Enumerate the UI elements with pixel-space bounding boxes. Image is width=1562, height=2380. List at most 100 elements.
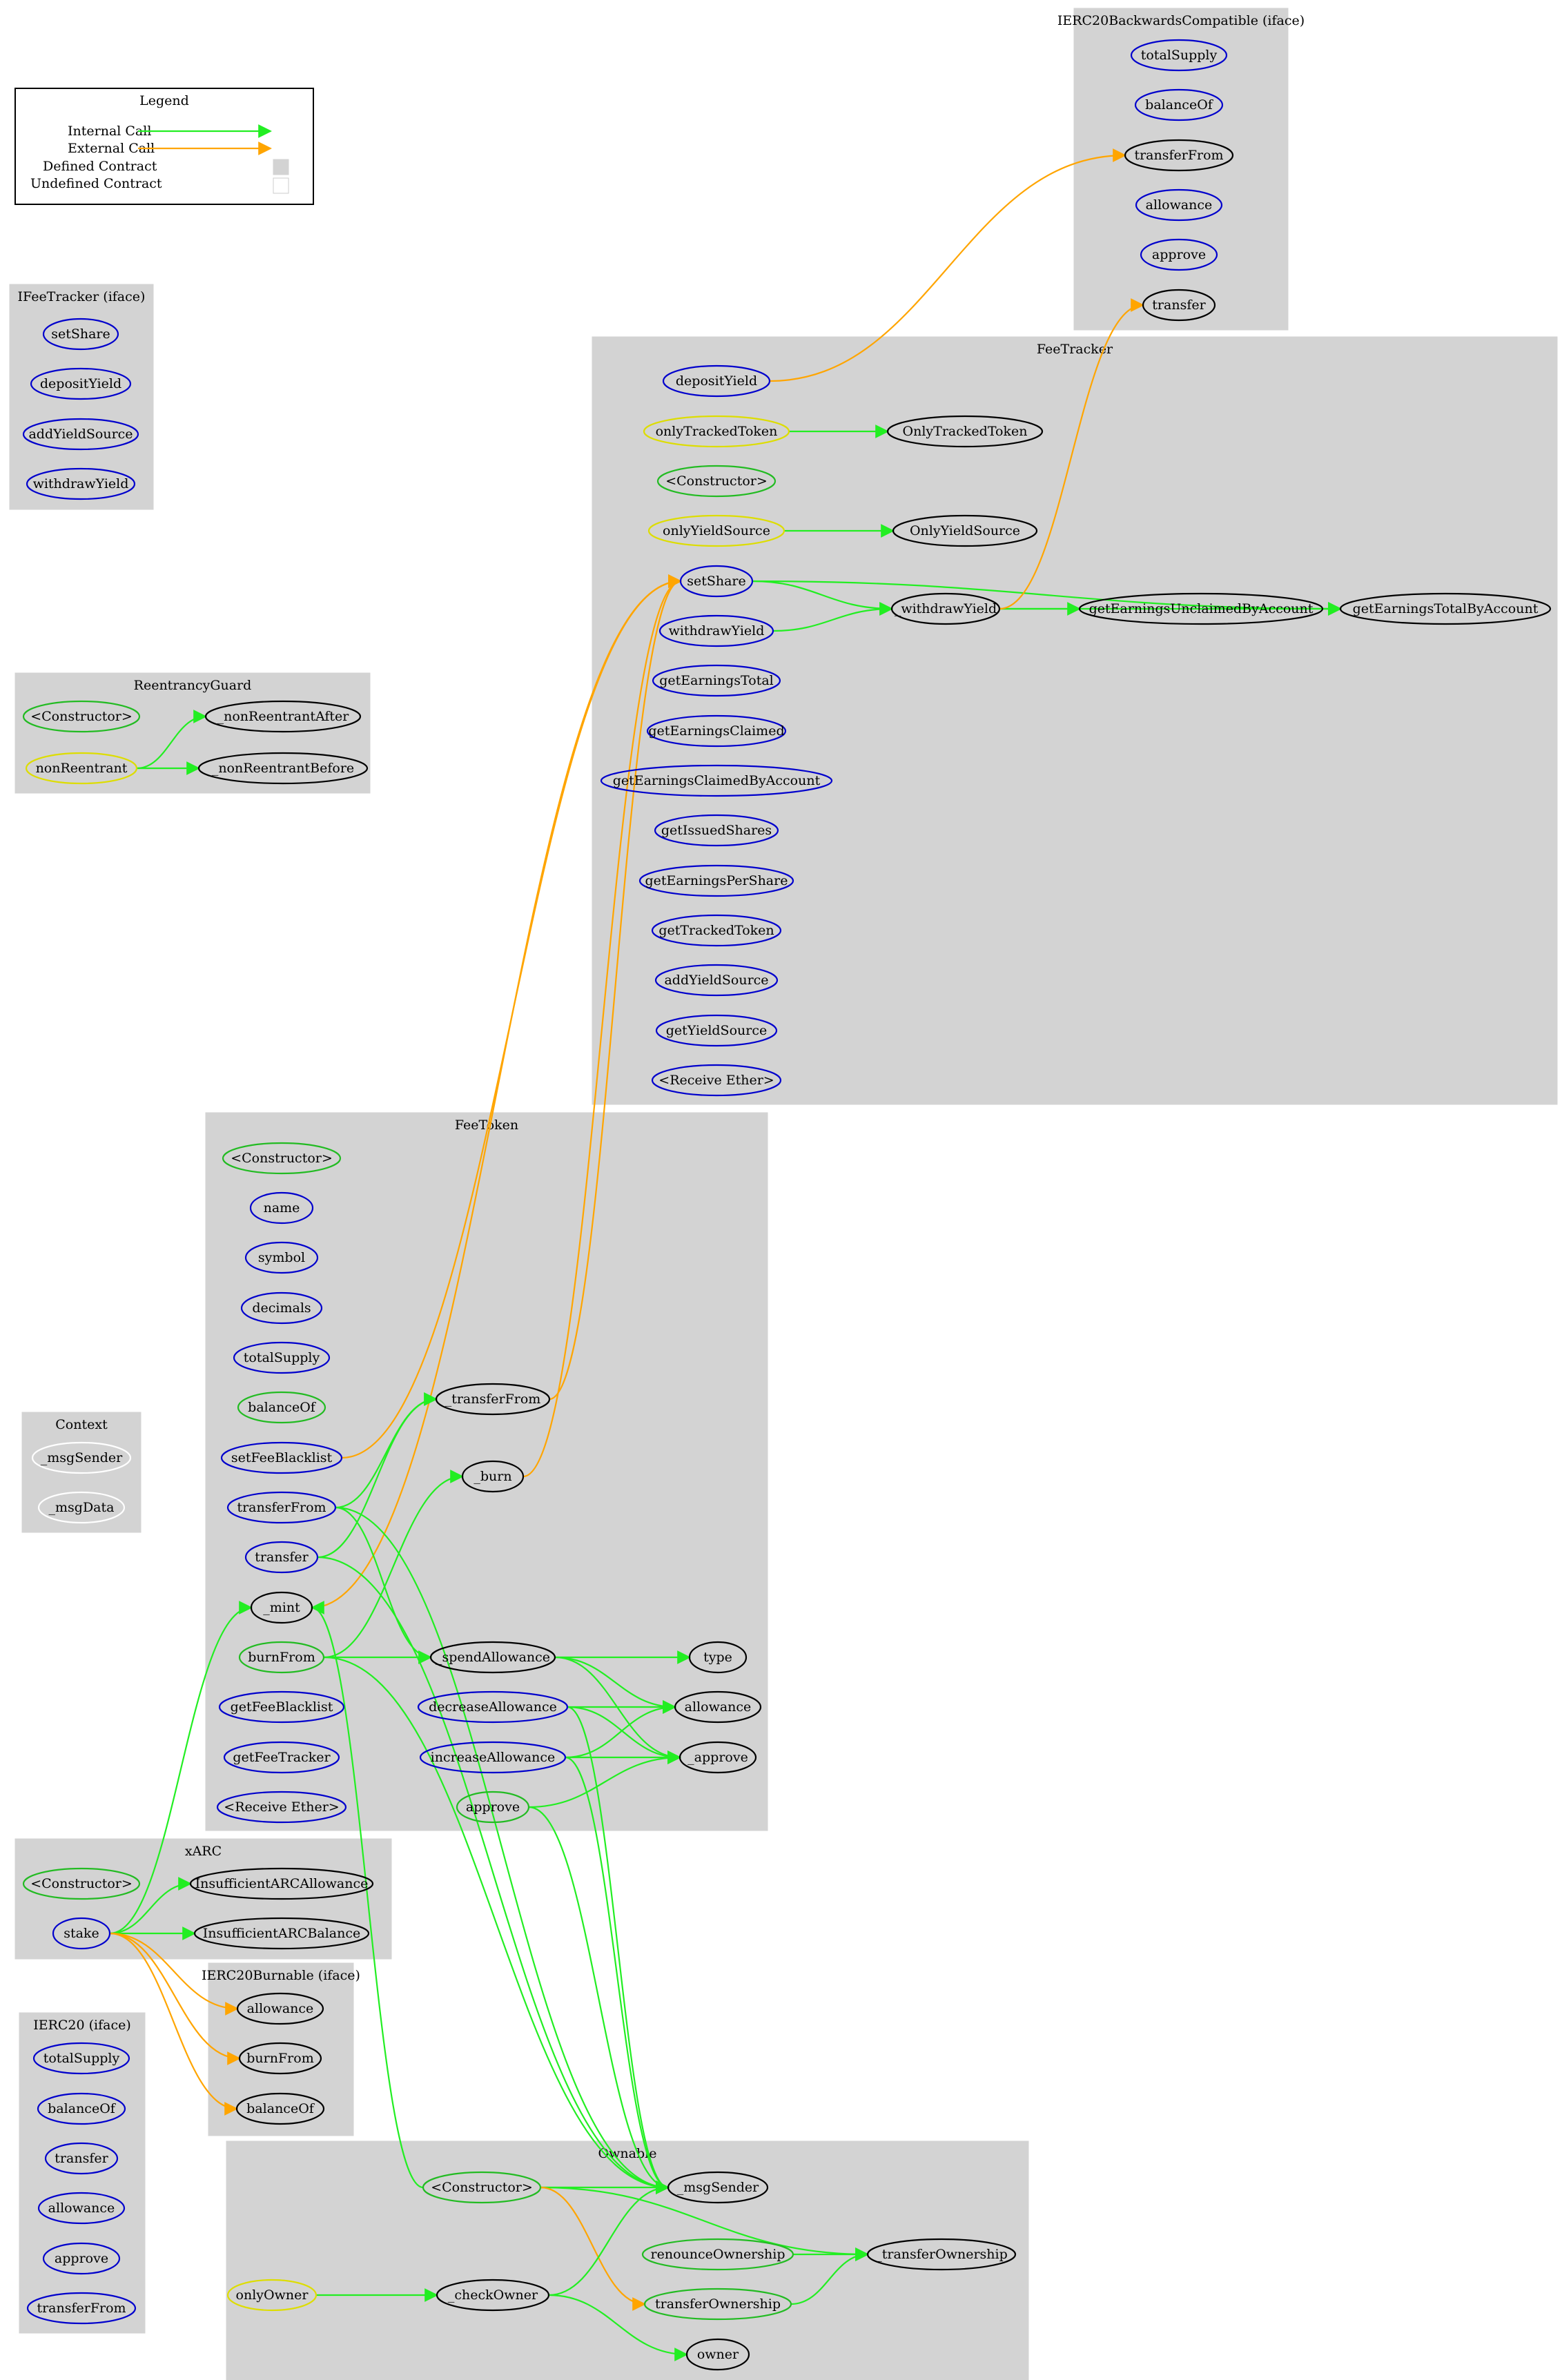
node-ft_receiveEther[interactable]: <Receive Ether> bbox=[651, 1064, 782, 1097]
node-bc_balanceOf[interactable]: balanceOf bbox=[1134, 88, 1224, 121]
node-ft_getEarningsUnclaimedByAccount[interactable]: getEarningsUnclaimedByAccount bbox=[1078, 592, 1324, 625]
node-ib_balanceOf-shape bbox=[235, 2092, 325, 2125]
node-ctx_msgData[interactable]: _msgData bbox=[37, 1491, 126, 1524]
node-tk_spendAllowance-label: _spendAllowance bbox=[436, 1650, 550, 1665]
node-bc_transfer[interactable]: transfer bbox=[1142, 289, 1216, 322]
node-ie_allowance[interactable]: allowance bbox=[37, 2192, 126, 2225]
node-tk_decreaseAllowance[interactable]: decreaseAllowance bbox=[417, 1690, 569, 1724]
node-tk_transferFromPriv[interactable]: _transferFrom bbox=[435, 1383, 551, 1416]
node-ow_transferOwnershipPriv[interactable]: _transferOwnership bbox=[866, 2238, 1017, 2271]
node-ow_checkOwner[interactable]: _checkOwner bbox=[436, 2279, 550, 2312]
node-ie_transfer[interactable]: transfer bbox=[44, 2142, 119, 2175]
node-bc_approve[interactable]: approve bbox=[1140, 238, 1218, 271]
node-ib_burnFrom[interactable]: burnFrom bbox=[238, 2042, 322, 2075]
node-bc_approve-label: approve bbox=[1152, 247, 1206, 262]
node-ft_getEarningsTotalByAccount[interactable]: getEarningsTotalByAccount bbox=[1339, 592, 1552, 625]
node-tk_mint[interactable]: _mint bbox=[250, 1591, 313, 1624]
node-xa_insufficientBalance[interactable]: InsufficientARCBalance bbox=[193, 1917, 370, 1950]
node-tk_transfer[interactable]: transfer bbox=[244, 1541, 319, 1574]
node-tk_transferFrom[interactable]: transferFrom bbox=[226, 1491, 337, 1524]
node-ift_addYieldSource-label: addYieldSource bbox=[28, 427, 133, 442]
node-ib_burnFrom-shape bbox=[238, 2042, 322, 2075]
node-tk_getFeeBlacklist[interactable]: getFeeBlacklist bbox=[218, 1690, 345, 1724]
node-ft_getEarningsClaimedByAccount[interactable]: getEarningsClaimedByAccount bbox=[600, 764, 833, 797]
node-ft_getEarningsPerShare[interactable]: getEarningsPerShare bbox=[638, 864, 794, 897]
node-ow_constructor[interactable]: <Constructor> bbox=[422, 2171, 542, 2204]
node-ib_balanceOf[interactable]: balanceOf bbox=[235, 2092, 325, 2125]
node-ctx_msgSender-shape bbox=[31, 1441, 132, 1474]
node-ft_addYieldSource[interactable]: addYieldSource bbox=[654, 964, 779, 997]
node-tk_setFeeBlacklist[interactable]: setFeeBlacklist bbox=[220, 1441, 343, 1474]
node-tk_allowance[interactable]: allowance bbox=[674, 1690, 762, 1724]
node-ft_onlyTrackedToken[interactable]: onlyTrackedToken bbox=[643, 415, 790, 448]
node-tk_symbol[interactable]: symbol bbox=[244, 1241, 319, 1274]
node-tk_approve[interactable]: approve bbox=[456, 1791, 530, 1824]
node-rg_constructor[interactable]: <Constructor> bbox=[22, 700, 141, 733]
cluster-ierc20bc-title: IERC20BackwardsCompatible (iface) bbox=[1057, 13, 1305, 28]
node-ift_addYieldSource[interactable]: addYieldSource bbox=[22, 418, 139, 451]
node-ft_withdrawYieldPriv[interactable]: _withdrawYield bbox=[890, 592, 1001, 625]
node-bc_totalSupply[interactable]: totalSupply bbox=[1130, 39, 1228, 72]
node-ow_renounceOwnership[interactable]: renounceOwnership bbox=[641, 2238, 794, 2271]
node-ctx_msgSender[interactable]: _msgSender bbox=[31, 1441, 132, 1474]
node-rg_nonReentrantAfter[interactable]: _nonReentrantAfter bbox=[204, 700, 362, 733]
node-ft_getTrackedToken[interactable]: getTrackedToken bbox=[651, 914, 782, 947]
node-ow_transferOwnership[interactable]: transferOwnership bbox=[643, 2288, 792, 2321]
node-ft_onlyYieldSource[interactable]: onlyYieldSource bbox=[647, 514, 785, 547]
node-ie_transfer-shape bbox=[44, 2142, 119, 2175]
edge-ow_transferOwnership-to-ow_transferOwnershipPriv bbox=[790, 2247, 869, 2305]
node-ift_withdrawYield[interactable]: withdrawYield bbox=[26, 467, 136, 500]
node-bc_transferFrom[interactable]: transferFrom bbox=[1124, 139, 1234, 172]
node-ib_allowance[interactable]: allowance bbox=[236, 1992, 324, 2025]
node-ft_setShare[interactable]: setShare bbox=[679, 565, 754, 598]
node-ift_depositYield[interactable]: depositYield bbox=[30, 367, 132, 400]
node-xa_insufficientBalance-shape bbox=[193, 1917, 370, 1950]
node-ift_setShare[interactable]: setShare bbox=[42, 318, 119, 351]
node-ow_owner[interactable]: owner bbox=[685, 2338, 750, 2371]
node-tk_mint-shape bbox=[250, 1591, 313, 1624]
node-ow_onlyOwner[interactable]: onlyOwner bbox=[226, 2279, 318, 2312]
edge-tk_approve-to-ow_msgSender bbox=[528, 1806, 670, 2194]
node-ft_OnlyYieldSource[interactable]: OnlyYieldSource bbox=[892, 514, 1038, 547]
node-ft_setShare-label: setShare bbox=[687, 574, 746, 589]
node-ow_transferOwnershipPriv-label: _transferOwnership bbox=[875, 2247, 1008, 2262]
node-ft_getEarningsClaimed[interactable]: getEarningsClaimed bbox=[646, 714, 787, 748]
node-tk_name[interactable]: name bbox=[249, 1191, 314, 1225]
node-tk_burn[interactable]: _burn bbox=[461, 1460, 525, 1493]
node-ft_getIssuedShares[interactable]: getIssuedShares bbox=[654, 814, 779, 847]
node-xa_stake[interactable]: stake bbox=[52, 1917, 111, 1950]
node-ie_balanceOf[interactable]: balanceOf bbox=[37, 2092, 126, 2125]
node-tk_balanceOf[interactable]: balanceOf bbox=[237, 1391, 326, 1424]
node-xa_insufficientAllowance[interactable]: InsufficientARCAllowance bbox=[189, 1867, 374, 1900]
node-tk_constructor[interactable]: <Constructor> bbox=[222, 1142, 342, 1175]
node-tk_totalSupply[interactable]: totalSupply bbox=[233, 1341, 331, 1374]
node-tk_burnFrom[interactable]: burnFrom bbox=[238, 1641, 325, 1674]
node-ft_OnlyTrackedToken[interactable]: OnlyTrackedToken bbox=[886, 415, 1044, 448]
node-ow_msgSender[interactable]: _msgSender bbox=[667, 2171, 769, 2204]
node-ft_depositYield[interactable]: depositYield bbox=[662, 364, 771, 398]
node-tk_spendAllowance[interactable]: _spendAllowance bbox=[429, 1641, 556, 1674]
edge-rg_nonReentrant-to-rg_nonReentrantAfter bbox=[136, 710, 207, 770]
node-tk_type[interactable]: type bbox=[688, 1641, 748, 1674]
node-ft_constructor[interactable]: <Constructor> bbox=[656, 465, 777, 498]
node-ft_withdrawYield[interactable]: withdrawYield bbox=[658, 614, 774, 647]
node-tk_getFeeTracker[interactable]: getFeeTracker bbox=[223, 1741, 340, 1774]
node-tk_receiveEther[interactable]: <Receive Ether> bbox=[216, 1791, 347, 1824]
node-bc_balanceOf-shape bbox=[1134, 88, 1224, 121]
node-tk_approvePriv[interactable]: _approve bbox=[679, 1741, 757, 1774]
node-ft_getYieldSource[interactable]: getYieldSource bbox=[655, 1014, 778, 1047]
node-ft_getEarningsTotal[interactable]: getEarningsTotal bbox=[652, 664, 781, 697]
node-bc_allowance[interactable]: allowance bbox=[1135, 188, 1223, 222]
node-ie_approve[interactable]: approve bbox=[42, 2242, 121, 2275]
node-ie_transferFrom[interactable]: transferFrom bbox=[26, 2292, 137, 2325]
node-tk_decimals[interactable]: decimals bbox=[240, 1291, 323, 1325]
node-xa_constructor[interactable]: <Constructor> bbox=[22, 1867, 141, 1900]
node-ie_totalSupply[interactable]: totalSupply bbox=[32, 2042, 130, 2075]
node-ow_onlyOwner-label: onlyOwner bbox=[236, 2288, 309, 2303]
node-rg_nonReentrant[interactable]: nonReentrant bbox=[25, 752, 138, 785]
clusters-layer: IERC20BackwardsCompatible (iface)IFeeTra… bbox=[9, 8, 1558, 2380]
node-tk_increaseAllowance[interactable]: increaseAllowance bbox=[419, 1741, 567, 1774]
node-rg_nonReentrantBefore[interactable]: _nonReentrantBefore bbox=[197, 752, 369, 785]
cluster-ownable-title: Ownable bbox=[598, 2146, 657, 2161]
